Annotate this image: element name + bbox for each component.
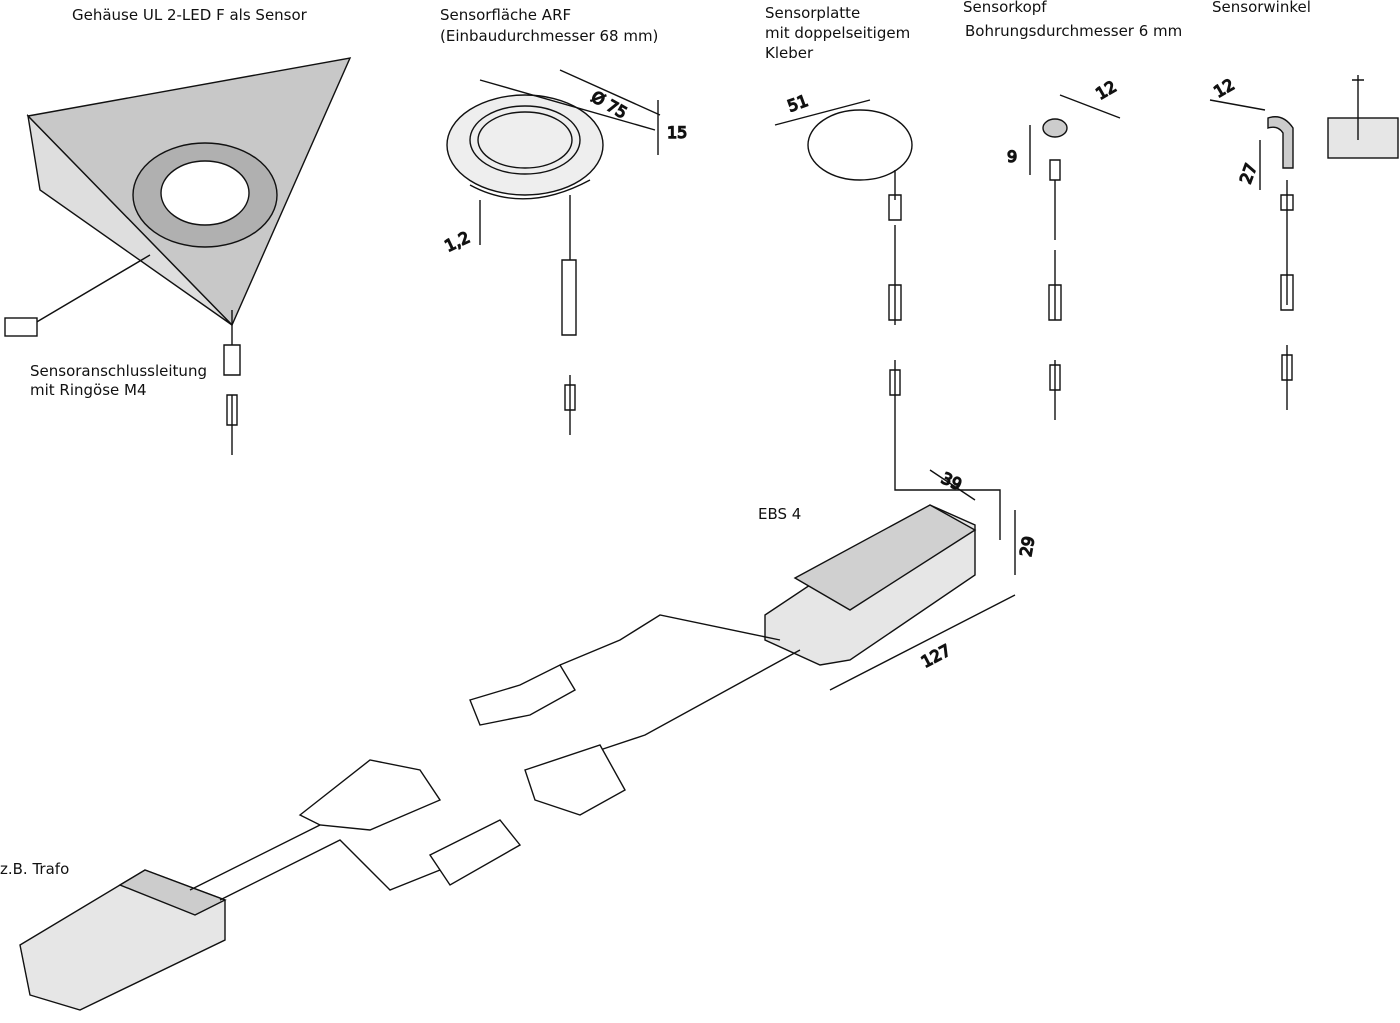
dim-arf-thickness: 1,2 bbox=[442, 228, 473, 256]
sensor-surface-sub: (Einbaudurchmesser 68 mm) bbox=[440, 27, 659, 45]
dim-bracket-width: 12 bbox=[1211, 75, 1238, 102]
sensor-plate-shape bbox=[774, 99, 1001, 540]
housing-label: Gehäuse UL 2-LED F als Sensor bbox=[72, 6, 307, 24]
sensor-head-label: Sensorkopf bbox=[963, 0, 1047, 16]
dim-arf-height: 15 bbox=[667, 123, 687, 142]
dim-plate: 51 bbox=[785, 91, 811, 116]
sensor-plate-sub2: Kleber bbox=[765, 44, 814, 62]
sensor-surface-label: Sensorfläche ARF bbox=[440, 6, 572, 24]
sensor-plate-sub1: mit doppelseitigem bbox=[765, 24, 911, 42]
dim-ebs-length: 127 bbox=[918, 640, 954, 671]
dim-head-height: 9 bbox=[1007, 147, 1017, 166]
sensor-plate-label: Sensorplatte bbox=[765, 4, 861, 22]
trafo-label: z.B. Trafo bbox=[0, 860, 70, 878]
sensor-bracket-label: Sensorwinkel bbox=[1212, 0, 1311, 16]
cable-label: Sensoranschlussleitung bbox=[30, 362, 207, 380]
arf-shape bbox=[446, 69, 661, 435]
dim-ebs-height: 29 bbox=[1016, 535, 1038, 558]
sensor-head-sub: Bohrungsdurchmesser 6 mm bbox=[965, 22, 1183, 40]
sensor-bracket-shape bbox=[1209, 75, 1399, 410]
housing-shape bbox=[4, 57, 352, 455]
dim-head-width: 12 bbox=[1093, 77, 1120, 104]
ebs-label: EBS 4 bbox=[758, 505, 802, 523]
trafo-shape bbox=[19, 759, 522, 1011]
ebs-shape bbox=[469, 469, 1016, 816]
sensor-head-shape bbox=[1029, 94, 1121, 420]
cable-sub: mit Ringöse M4 bbox=[30, 381, 147, 399]
dim-bracket-height: 27 bbox=[1236, 161, 1261, 187]
